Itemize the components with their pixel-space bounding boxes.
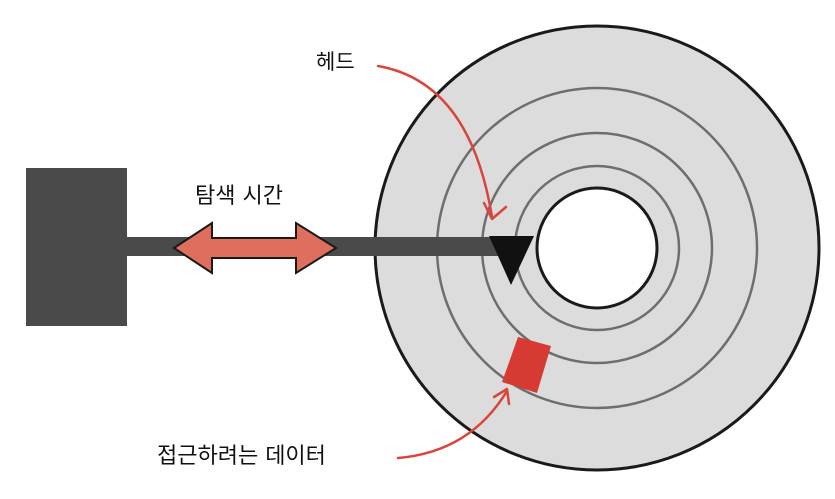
head-label: 헤드 xyxy=(316,50,355,74)
target-data-sector xyxy=(502,337,551,393)
data-pointer-arrowhead xyxy=(492,387,511,406)
head-pointer-arrowhead xyxy=(482,201,508,221)
data-pointer-arrow xyxy=(396,389,509,460)
head-pointer-arrow xyxy=(376,64,494,219)
read-write-head xyxy=(489,236,534,285)
actuator-block xyxy=(26,168,127,326)
spindle-hole xyxy=(535,186,659,310)
seek-time-arrow xyxy=(172,221,338,275)
target-data-label: 접근하려는 데이터 xyxy=(157,444,326,469)
seek-time-label: 탐색 시간 xyxy=(195,184,283,209)
